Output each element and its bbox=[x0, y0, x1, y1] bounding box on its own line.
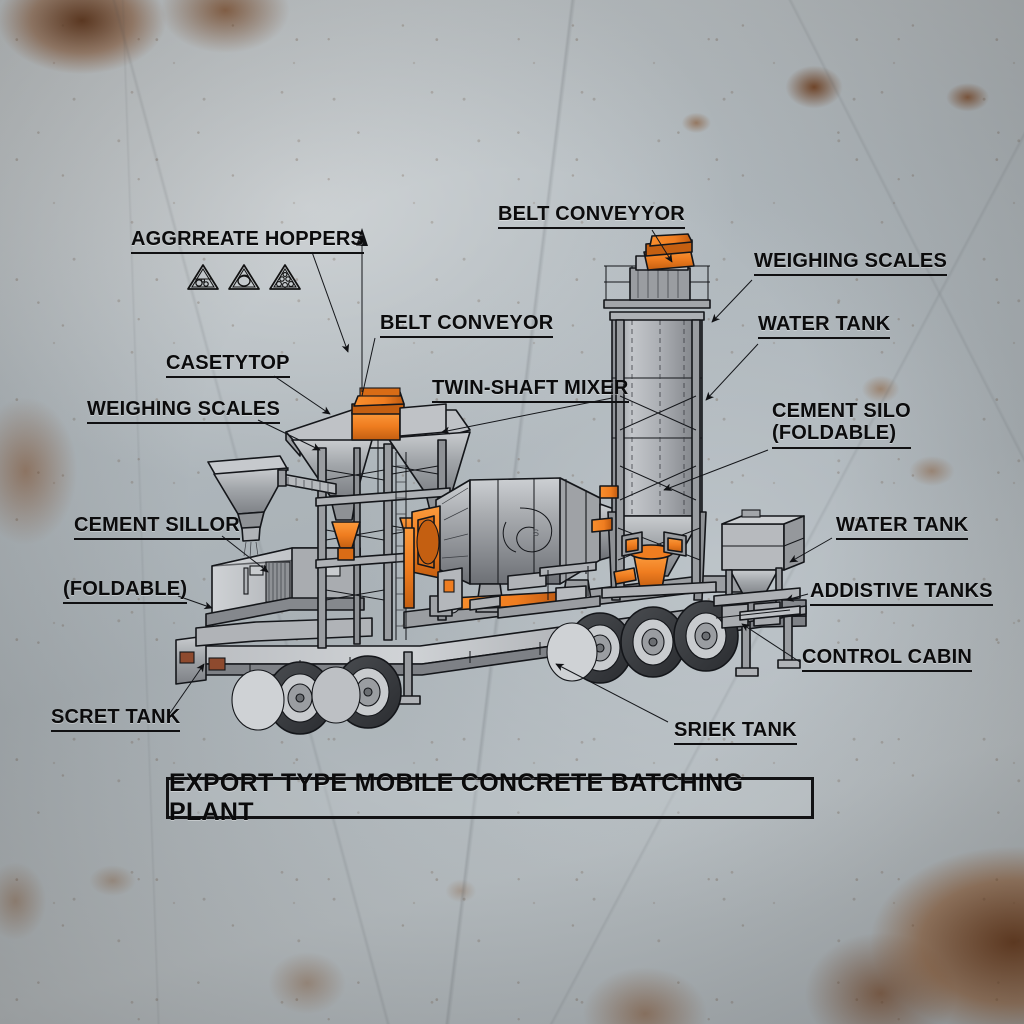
label-water-tank-top-text: WATER TANK bbox=[758, 313, 891, 335]
label-underline bbox=[498, 227, 685, 230]
callout-leader-lines bbox=[167, 228, 833, 723]
label-sriek-tank: SRIEK TANK bbox=[674, 719, 797, 746]
label-control-cabin: CONTROL CABIN bbox=[802, 646, 973, 673]
label-cement-silo-line1-text: CEMENT SILO bbox=[772, 400, 911, 422]
page-title: EXPORT TYPE MOBILE CONCRETE BATCHING PLA… bbox=[169, 769, 744, 826]
label-casetytop-text: CASETYTOP bbox=[166, 352, 290, 374]
label-water-tank-top: WATER TANK bbox=[758, 313, 891, 340]
label-underline bbox=[166, 376, 290, 379]
label-aggregate-hoppers: AGGRREATE HOPPERS bbox=[131, 228, 365, 255]
label-cement-sillor-text: CEMENT SILLOR bbox=[74, 514, 240, 536]
label-casetytop: CASETYTOP bbox=[166, 352, 290, 379]
label-belt-conveyyor: BELT CONVEYYOR bbox=[498, 203, 685, 230]
label-twin-shaft-mixer-text: TWIN-SHAFT MIXER bbox=[432, 377, 629, 399]
label-underline bbox=[74, 538, 240, 541]
label-scret-tank-text: SCRET TANK bbox=[51, 706, 181, 728]
label-underline bbox=[772, 446, 911, 449]
label-twin-shaft-mixer: TWIN-SHAFT MIXER bbox=[432, 377, 629, 404]
label-weighing-scales-left-text: WEIGHING SCALES bbox=[87, 398, 281, 420]
label-underline bbox=[87, 422, 281, 425]
aggregate-material-icons bbox=[186, 262, 302, 292]
label-aggregate-hoppers-text: AGGRREATE HOPPERS bbox=[131, 228, 365, 250]
label-cement-sillor: CEMENT SILLOR bbox=[74, 514, 240, 541]
label-water-tank-right-text: WATER TANK bbox=[836, 514, 969, 536]
label-underline bbox=[51, 730, 181, 733]
label-sriek-tank-text: SRIEK TANK bbox=[674, 719, 797, 741]
triangle-sand-icon bbox=[228, 264, 260, 290]
water-tank-assembly bbox=[713, 509, 805, 629]
label-weighing-scales-right: WEIGHING SCALES bbox=[754, 250, 948, 277]
label-weighing-scales-right-text: WEIGHING SCALES bbox=[754, 250, 948, 272]
label-underline bbox=[836, 538, 969, 541]
label-scret-tank: SCRET TANK bbox=[51, 706, 181, 733]
label-belt-conveyor-text: BELT CONVEYOR bbox=[380, 312, 554, 334]
label-underline bbox=[810, 604, 993, 607]
label-cement-silo-foldable: CEMENT SILO (FOLDABLE) bbox=[772, 400, 911, 449]
label-underline bbox=[802, 670, 973, 673]
diagram-title-box: EXPORT TYPE MOBILE CONCRETE BATCHING PLA… bbox=[166, 769, 814, 826]
label-cement-sillor-foldable-text: (FOLDABLE) bbox=[63, 578, 188, 600]
label-underline bbox=[432, 401, 629, 404]
label-weighing-scales-left: WEIGHING SCALES bbox=[87, 398, 281, 425]
triangle-gravel-icon bbox=[187, 264, 219, 290]
weighing-scale-hopper-left bbox=[207, 455, 337, 559]
label-addistive-tanks: ADDISTIVE TANKS bbox=[810, 580, 993, 607]
cement-silo-foldable bbox=[599, 233, 717, 601]
label-underline bbox=[758, 337, 891, 340]
label-underline bbox=[63, 602, 188, 605]
label-underline bbox=[754, 274, 948, 277]
label-water-tank-right: WATER TANK bbox=[836, 514, 969, 541]
wheels-right-bogie bbox=[546, 600, 739, 684]
label-underline bbox=[674, 743, 797, 746]
wheels-left-bogie bbox=[231, 655, 402, 735]
pipework bbox=[469, 517, 613, 619]
label-cement-sillor-foldable: (FOLDABLE) bbox=[63, 578, 188, 605]
label-control-cabin-text: CONTROL CABIN bbox=[802, 646, 973, 668]
label-belt-conveyor: BELT CONVEYOR bbox=[380, 312, 554, 339]
label-belt-conveyyor-text: BELT CONVEYYOR bbox=[498, 203, 685, 225]
label-addistive-tanks-text: ADDISTIVE TANKS bbox=[810, 580, 993, 602]
triangle-stone-icon bbox=[269, 264, 301, 290]
svg-text:S: S bbox=[533, 528, 539, 538]
label-cement-silo-line2-text: (FOLDABLE) bbox=[772, 422, 897, 445]
label-underline bbox=[131, 252, 365, 255]
label-underline bbox=[380, 336, 554, 339]
